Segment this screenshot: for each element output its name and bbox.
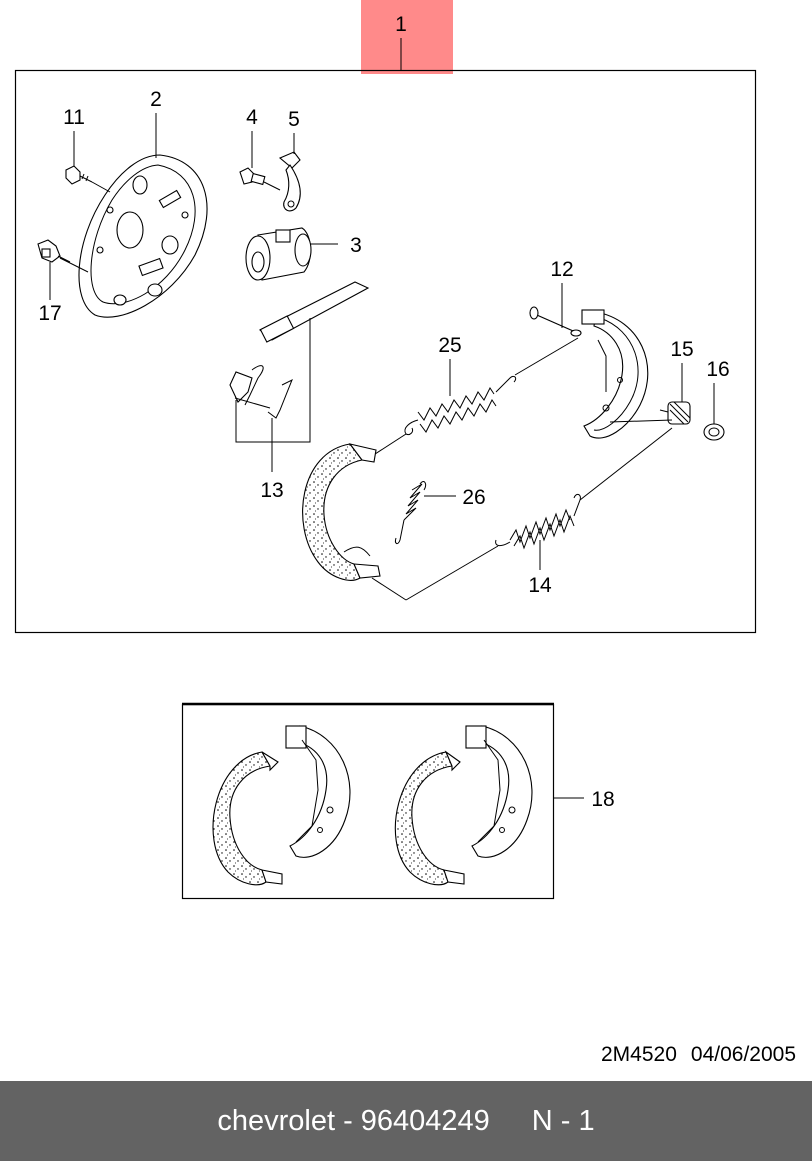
- callout-25: 25: [438, 334, 461, 357]
- strut-13: [229, 281, 370, 419]
- callout-5: 5: [288, 108, 300, 131]
- wheel-cylinder-3: [245, 227, 338, 281]
- bleed-screw-4: [239, 167, 281, 191]
- callout-4: 4: [246, 106, 258, 129]
- callout-12: 12: [550, 258, 573, 281]
- callout-1: 1: [395, 13, 407, 36]
- drawing-number: 2M4520: [601, 1043, 677, 1066]
- spring-26: [395, 481, 427, 545]
- callout-17: 17: [38, 302, 61, 325]
- callout-13: 13: [260, 479, 283, 502]
- spring-15: [659, 401, 691, 425]
- link-5: [278, 151, 301, 212]
- bolt-11: [65, 165, 93, 185]
- parts-diagram: 1 2 11 17 4: [14, 0, 757, 900]
- callout-16: 16: [706, 358, 729, 381]
- clip-16: [703, 423, 725, 441]
- callout-14: 14: [528, 574, 552, 597]
- callout-3: 3: [350, 234, 362, 257]
- callout-1-highlight: [361, 0, 453, 74]
- shoe-kit-pair-2: [394, 725, 533, 886]
- brake-shoe-right: [581, 309, 649, 439]
- callout-18: 18: [591, 788, 614, 811]
- caption-separator: -: [343, 1104, 353, 1137]
- brand-label: chevrolet: [217, 1104, 336, 1137]
- caption-bar: chevrolet - 96404249 N - 1: [0, 1081, 812, 1161]
- spring-25: [404, 375, 517, 435]
- callout-2: 2: [150, 88, 162, 111]
- callout-26: 26: [462, 486, 485, 509]
- backing-plate: [78, 154, 208, 318]
- shoe-kit-pair-1: [212, 725, 351, 886]
- pin-12: [529, 306, 582, 337]
- callout-15: 15: [670, 338, 693, 361]
- part-number: 96404249: [360, 1104, 490, 1137]
- bleeder-17: [37, 239, 71, 263]
- drawing-date: 04/06/2005: [690, 1043, 796, 1066]
- page-indicator: N - 1: [531, 1104, 595, 1137]
- callout-11: 11: [63, 106, 85, 129]
- spring-14: [495, 493, 581, 550]
- drawing-code: 2M4520 04/06/2005: [601, 1043, 796, 1067]
- brake-shoe-left: [302, 443, 381, 581]
- assembly-frame: [14, 69, 757, 634]
